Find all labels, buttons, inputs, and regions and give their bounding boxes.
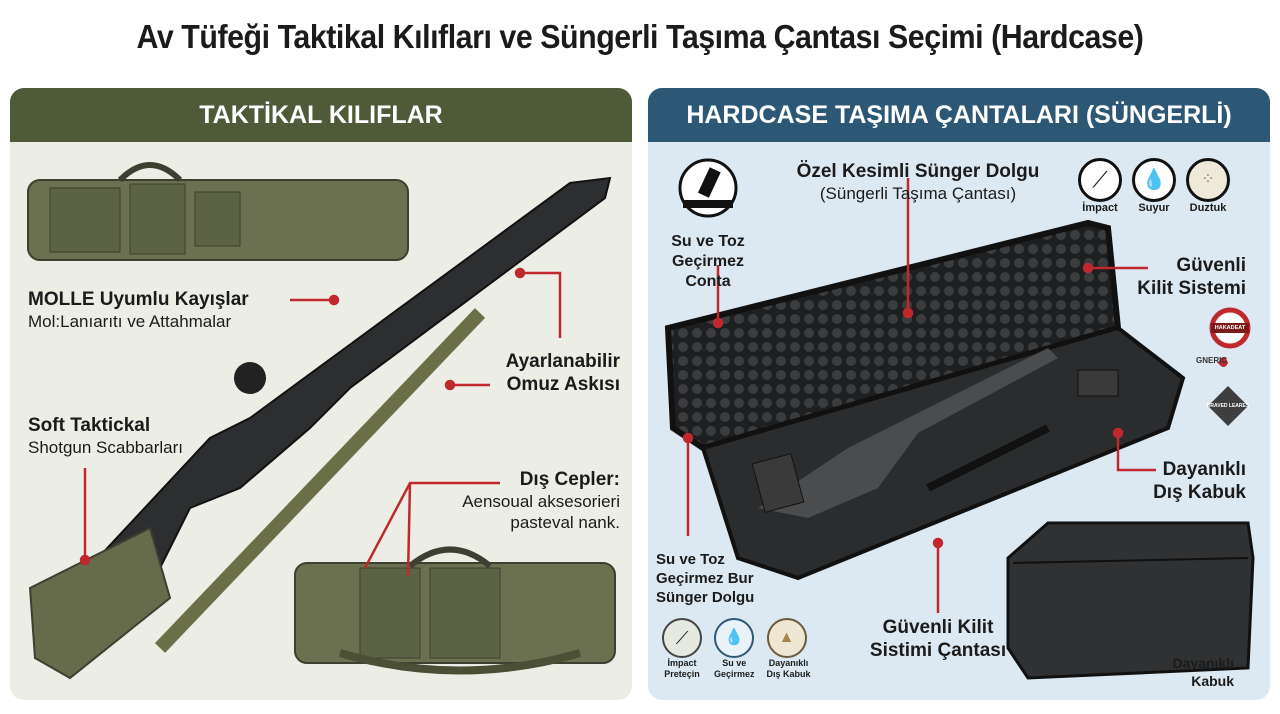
water-icon: 💧 <box>1132 158 1176 202</box>
dust-icon: ▲ <box>766 618 807 658</box>
page-title: Av Tüfeği Taktikal Kılıfları ve Süngerli… <box>136 18 1144 55</box>
label-title: Kilit Sistemi <box>1137 278 1246 299</box>
shotgun <box>28 176 612 680</box>
label-title: MOLLE Uyumlu Kayışlar <box>28 289 249 310</box>
open-hardcase <box>664 219 1186 581</box>
label-title: Dış Kabuk <box>1153 482 1246 503</box>
label-title: Güvenli <box>1176 255 1246 276</box>
label-title: Güvenli Kilit <box>882 617 994 638</box>
tactical-illustration <box>27 162 616 680</box>
soft-case-top <box>27 162 409 261</box>
label-title: Dayanıklı <box>1172 655 1234 671</box>
seal-icon-large <box>678 158 738 218</box>
icon-label: Geçirmez <box>714 669 755 679</box>
label-title: Sistimi Çantası <box>869 640 1007 661</box>
label-title: Geçirmez Bur <box>656 570 754 587</box>
brand-hakadeat: HAKADEAT <box>1214 325 1246 331</box>
icon-label: Suyur <box>1138 202 1170 214</box>
label-title: Sünger Dolgu <box>656 589 755 606</box>
icon-label: Duztuk <box>1189 202 1227 214</box>
label-sub: Aensoual aksesorieri <box>462 492 620 511</box>
label-sub: Shotgun Scabbarları <box>28 438 183 457</box>
panel-header: HARDCASE TAŞIMA ÇANTALARI (SÜNGERLİ) <box>648 88 1270 142</box>
impact-feature: ⟋İmpact <box>1078 158 1122 215</box>
label-sub: Mol:Lanıarıtı ve Attahmalar <box>28 312 232 331</box>
callout-lines <box>682 178 1156 613</box>
dust-feature: ⁘Duztuk <box>1186 158 1230 215</box>
panel-header: TAKTİKAL KILIFLAR <box>10 88 632 142</box>
soft-case-bottom <box>294 546 616 675</box>
feature-icons-top: ⟋İmpact 💧Suyur ⁘Duztuk <box>1078 158 1230 215</box>
label-title: Soft Taktickal <box>28 415 151 436</box>
icon-label: Su ve <box>722 658 747 668</box>
label-sub: pasteval nank. <box>510 513 620 532</box>
callout-lines <box>79 267 562 577</box>
water-icon: 💧 <box>714 618 754 658</box>
label-title: Omuz Askısı <box>506 374 620 395</box>
icon-label: İmpact <box>667 658 697 668</box>
foam-label: Özel Kesimli Sünger Dolgu (Süngerli Taşım… <box>788 160 1048 204</box>
icon-label: İmpact <box>1082 202 1118 214</box>
pockets-label: Dış Cepler: Aensoual aksesorieri pasteval … <box>462 468 620 533</box>
label-sub: (Süngerli Taşıma Çantası) <box>819 184 1017 203</box>
label-title: Dayanıklı <box>1162 459 1246 480</box>
icon-label: Preteçin <box>664 669 700 679</box>
impact-icon: ⟋ <box>662 618 702 658</box>
brand-generic: GNERIC <box>1196 356 1228 365</box>
label-title: Su ve Toz <box>656 551 725 568</box>
brand-logos <box>1208 307 1251 426</box>
hardcase-illustration <box>664 158 1255 680</box>
label-title: Ayarlanabilir <box>505 351 620 372</box>
label-title: Geçirmez Conta <box>671 253 745 290</box>
brand-braved-leares: BRAVED LEARES <box>1206 403 1250 409</box>
icon-label: Dış Kabuk <box>766 669 811 679</box>
label-title: Su ve Toz <box>671 233 745 250</box>
dust-icon: ⁘ <box>1186 158 1230 202</box>
hardcase-panel: HARDCASE TAŞIMA ÇANTALARI (SÜNGERLİ) HAK… <box>648 88 1270 700</box>
water-feature: 💧Suyur <box>1132 158 1176 215</box>
label-title: Özel Kesimli Sünger Dolgu <box>796 161 1040 182</box>
impact-icon: ⟋ <box>1078 158 1122 202</box>
small-hardcase <box>1006 521 1255 680</box>
icon-label: Dayanıklı <box>768 658 809 668</box>
label-title: Dış Cepler: <box>519 469 620 490</box>
label-title: Kabuk <box>1191 673 1234 689</box>
shoulder-sling <box>154 308 486 653</box>
